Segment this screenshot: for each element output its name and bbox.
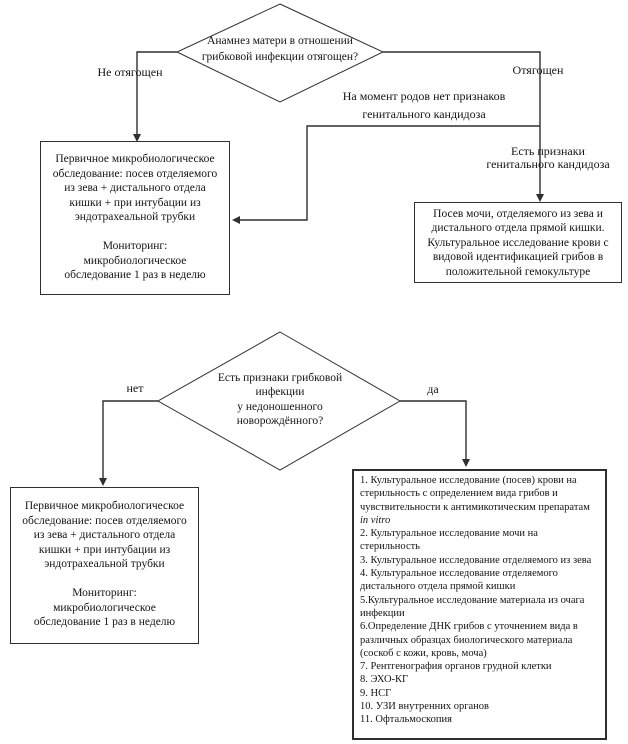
branch-label-no-candidiasis-signs: На момент родов нет признаков генитально…: [342, 89, 506, 121]
wire-no-signs: [240, 125, 540, 221]
list-item: 3. Культуральное исследование отделяемог…: [360, 554, 592, 566]
decision-2-diamond: [156, 331, 402, 471]
wire-burdened: [383, 51, 541, 196]
decision-2-text: Есть признаки грибковой инфекции у недон…: [217, 372, 343, 427]
list-item: 10. УЗИ внутренних органов: [360, 701, 489, 713]
list-item: 9. НСГ: [360, 687, 392, 699]
list-item: 11. Офтальмоскопия: [360, 714, 452, 726]
list-item: 8. ЭХО-КГ: [360, 674, 409, 686]
arrowhead-not-burdened: [133, 134, 141, 142]
decision-1-text: Анамнез матери в отношении грибковой инф…: [201, 35, 359, 63]
arrowhead-no-signs: [232, 216, 240, 224]
wire-yes: [400, 400, 467, 461]
decision-1-diamond: [175, 3, 385, 103]
arrowhead-no: [99, 478, 107, 486]
branch-label-no: нет: [126, 381, 144, 395]
box-primary-exam-bottom: Первичное микробиологическое обследовани…: [10, 487, 199, 644]
list-item: 6.Определение ДНК грибов с уточнением ви…: [360, 621, 578, 659]
list-item: 5.Культуральное исследование материала и…: [360, 594, 585, 619]
list-item: 7. Рентгенография органов грудной клетки: [360, 661, 552, 673]
wire-no: [102, 400, 158, 480]
box-diagnostics-list: 1. Культуральное исследование (посев) кр…: [352, 469, 607, 740]
arrowhead-signs-box: [536, 194, 544, 202]
branch-label-not-burdened: Не отягощен: [97, 65, 163, 79]
wire-not-burdened: [136, 51, 177, 136]
branch-label-burdened: Отягощен: [512, 63, 564, 77]
box-primary-exam-top: Первичное микробиологическое обследовани…: [40, 141, 230, 295]
list-item: 2. Культуральное исследование мочи на ст…: [360, 528, 538, 553]
list-item: 4. Культуральное исследование отделяемог…: [360, 568, 558, 593]
arrowhead-yes: [462, 459, 470, 467]
branch-label-candidiasis-signs: Есть признаки генитального кандидоза: [486, 144, 610, 171]
list-item: 1. Культуральное исследование (посев) кр…: [360, 475, 590, 526]
branch-label-yes: да: [427, 382, 439, 396]
box-candidiasis-exam: Посев мочи, отделяемого из зева и дистал…: [414, 202, 622, 283]
